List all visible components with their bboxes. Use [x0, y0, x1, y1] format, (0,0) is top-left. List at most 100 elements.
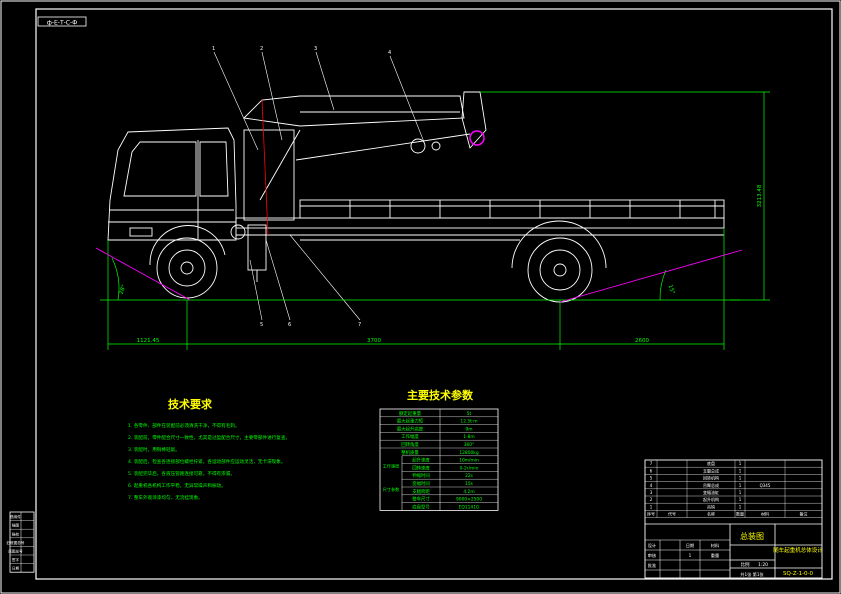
- bom-header: 备注: [800, 511, 808, 517]
- drawing-code-box: [37, 16, 87, 27]
- bom-cell: 4: [650, 483, 653, 488]
- luffing-cylinder: [259, 129, 301, 201]
- dimension-texts: 1121.45 3700 2600 3213.48 28° 15°: [119, 184, 763, 344]
- design-label: 设计: [648, 542, 656, 549]
- param-value: 22s: [465, 473, 474, 479]
- bom-cell: 1: [739, 483, 742, 488]
- bom-cell: 1: [739, 476, 742, 481]
- side-stamp-label: 日期: [12, 566, 20, 571]
- material-label: 材料: [711, 542, 720, 549]
- bom-header: 数量: [736, 511, 744, 517]
- bom-cell: 6: [650, 468, 653, 473]
- param-value: 360°: [464, 442, 475, 448]
- front-wheel: [156, 237, 218, 299]
- side-stamp-label: 签字: [12, 557, 20, 562]
- callout-leaders: [213, 51, 425, 321]
- param-group: 工作速度: [383, 463, 401, 470]
- bom-cell: 1: [739, 461, 742, 466]
- param-value: 1-8m: [463, 434, 474, 440]
- truck: [107, 91, 725, 303]
- tech-req-item: 3. 装配时，用铜棒轻敲。: [128, 446, 180, 453]
- hook-block: [410, 138, 426, 154]
- side-stamp-label: 借用件: [10, 514, 21, 519]
- drawing-code: ф-Е-Т-С-Ф: [47, 20, 78, 27]
- bom-cell: 底盘: [707, 460, 715, 466]
- bom-cell: 1: [650, 504, 653, 509]
- dim-wheelbase: 3700: [367, 338, 381, 344]
- bom-cell: 7: [650, 461, 653, 466]
- headlight: [129, 227, 153, 237]
- rear-arch: [511, 220, 607, 269]
- bom-header: 名称: [707, 511, 715, 517]
- sheet-count: 共1张 第1张: [740, 571, 764, 578]
- bom-header: 材料: [761, 511, 769, 517]
- param-label: 最大起重力矩: [397, 418, 424, 425]
- wire-rope: [295, 133, 471, 161]
- param-label: 额定起重量: [399, 410, 422, 417]
- param-group: 尺寸参数: [383, 486, 401, 493]
- param-label: 整车尺寸: [412, 496, 430, 503]
- tech-req-title: 技术要求: [168, 397, 213, 411]
- bom-cell: 3: [650, 490, 653, 495]
- date-label: 日期: [686, 543, 694, 549]
- param-label: 整机质量: [401, 449, 419, 456]
- bom-cell: 2: [650, 497, 653, 502]
- product-name: 随车起重机总体设计: [773, 546, 823, 554]
- tech-req-item: 4. 装配后，检查各连接部位螺栓拧紧，各运动部件应运动灵活，无卡滞现象。: [128, 458, 285, 465]
- bom-cell: 1: [739, 490, 742, 495]
- dim-height: 3213.48: [757, 184, 763, 207]
- params-title: 主要技术参数: [407, 388, 474, 402]
- tech-req-item: 1. 各零件、部件在装配前必须清洗干净，不得有毛刺。: [128, 422, 240, 429]
- drawing-number: SQ-Z-1-0-0: [783, 571, 814, 577]
- param-value: 15s: [465, 481, 474, 487]
- bom-cell: 支腿总成: [703, 467, 719, 473]
- cab-body: [107, 127, 237, 241]
- callout-7: 7: [358, 322, 361, 328]
- sheet-no: 1: [689, 553, 692, 558]
- cab-window-front: [123, 141, 197, 197]
- boom: [243, 95, 465, 127]
- scale-value: 1:20: [758, 562, 768, 568]
- bom-cell: 起升机构: [703, 496, 719, 502]
- callout-3: 3: [314, 46, 317, 52]
- bom-cell: 吊钩: [707, 503, 715, 509]
- side-stamp-label: 描校: [12, 531, 20, 536]
- callout-2: 2: [260, 46, 263, 52]
- dimension-lines: [100, 91, 770, 350]
- cab-door-window: [199, 141, 229, 197]
- departure-angle: 15°: [666, 284, 675, 295]
- param-value: EQ1141G: [459, 504, 480, 510]
- reel: [230, 224, 246, 240]
- check-label: 审核: [648, 552, 657, 559]
- side-stamp-label: 底图总号: [8, 549, 23, 554]
- bom-cell: 1: [739, 504, 742, 509]
- param-label: 最大起升高度: [397, 425, 424, 432]
- tech-req-item: 6. 起重机各机构工作平稳，无异常噪声和振动。: [128, 482, 226, 489]
- param-label: 回转速度: [412, 464, 430, 471]
- param-label: 伸缩时间: [412, 472, 430, 479]
- drawing-title: 总装图: [740, 531, 764, 541]
- rear-wheel: [527, 237, 593, 303]
- bom-cell: 1: [739, 497, 742, 502]
- crane-column: [243, 129, 295, 221]
- tech-req-item: 7. 整车外观涂漆均匀、无流挂现象。: [128, 494, 203, 501]
- tech-req-item: 5. 装配完毕后，各液压管路连接可靠，不得有渗漏。: [128, 470, 235, 477]
- param-value: 12800kg: [459, 450, 479, 456]
- bom-header: 代号: [668, 511, 676, 517]
- callout-6: 6: [288, 322, 291, 328]
- callout-4: 4: [388, 50, 391, 56]
- bom-cell: 5: [650, 476, 653, 481]
- param-label: 工作幅度: [401, 433, 419, 440]
- callout-5: 5: [260, 322, 263, 328]
- tech-req-list: 1. 各零件、部件在装配前必须清洗干净，不得有毛刺。2. 装配前，零件配合尺寸一…: [128, 422, 290, 501]
- bom-cell: 吊臂总成: [703, 482, 719, 488]
- deck-posts: [349, 200, 716, 218]
- bom-cell: 变幅油缸: [703, 489, 719, 495]
- param-label: 回转角度: [401, 441, 419, 448]
